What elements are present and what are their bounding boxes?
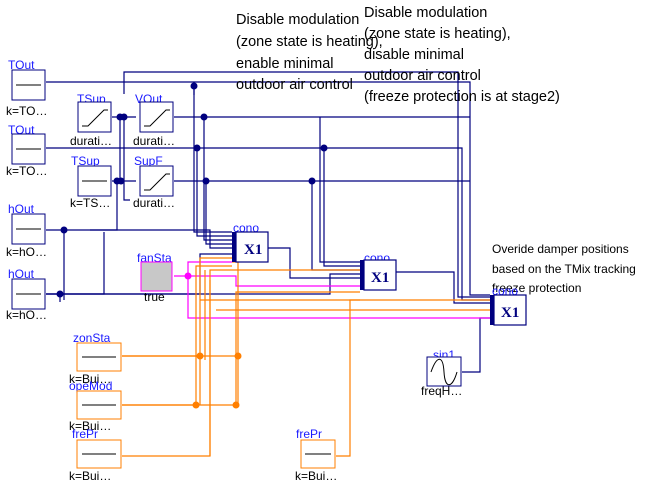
svg-text:hOut: hOut: [8, 267, 35, 281]
block-opemod[interactable]: opeMod k=Bui…: [69, 379, 122, 433]
svg-text:k=hO…: k=hO…: [6, 308, 47, 322]
svg-text:k=Bui…: k=Bui…: [69, 419, 111, 433]
block-hout-2[interactable]: hOut k=hO…: [6, 267, 47, 322]
svg-text:disable minimal: disable minimal: [364, 47, 464, 63]
svg-text:durati…: durati…: [133, 134, 175, 148]
svg-text:outdoor air control: outdoor air control: [236, 77, 353, 93]
block-cono-3[interactable]: cono X1: [490, 284, 527, 326]
block-tout-1[interactable]: TOut k=TO…: [6, 58, 47, 118]
svg-text:TSup: TSup: [71, 154, 100, 168]
block-vout-ramp[interactable]: VOut durati…: [133, 92, 175, 148]
block-supf-ramp[interactable]: SupF durati…: [133, 154, 175, 210]
svg-text:X1: X1: [244, 242, 262, 258]
svg-text:TOut: TOut: [8, 58, 35, 72]
svg-text:k=TO…: k=TO…: [6, 104, 47, 118]
svg-text:Overide damper positions: Overide damper positions: [492, 242, 629, 256]
block-sin1[interactable]: sin1 freqH…: [421, 348, 462, 398]
svg-text:(zone state is heating),: (zone state is heating),: [236, 34, 383, 50]
svg-text:X1: X1: [501, 305, 519, 321]
integer-connections: [122, 257, 490, 457]
svg-text:based on the TMix tracking: based on the TMix tracking: [492, 262, 636, 276]
svg-text:k=hO…: k=hO…: [6, 245, 47, 259]
svg-text:(zone state is heating),: (zone state is heating),: [364, 26, 511, 42]
svg-text:freeze protection: freeze protection: [492, 281, 581, 295]
block-tsup-ramp[interactable]: TSup durati…: [70, 92, 112, 148]
block-fansta[interactable]: fanSta true: [137, 251, 173, 304]
block-hout-1[interactable]: hOut k=hO…: [6, 202, 47, 259]
svg-text:X1: X1: [371, 270, 389, 286]
note-disable-modulation-heating: Disable modulation (zone state is heatin…: [236, 12, 383, 93]
svg-text:hOut: hOut: [8, 202, 35, 216]
svg-text:true: true: [144, 290, 165, 304]
svg-text:opeMod: opeMod: [69, 379, 112, 393]
block-zonsta[interactable]: zonSta k=Bui…: [69, 331, 122, 386]
svg-text:enable minimal: enable minimal: [236, 56, 334, 72]
block-frepr-1[interactable]: frePr k=Bui…: [69, 427, 122, 483]
svg-text:frePr: frePr: [72, 427, 98, 441]
svg-text:SupF: SupF: [134, 154, 163, 168]
block-cono-2[interactable]: cono X1: [360, 251, 397, 291]
block-cono-1[interactable]: cono X1: [232, 221, 269, 263]
svg-text:k=Bui…: k=Bui…: [295, 469, 337, 483]
svg-text:frePr: frePr: [296, 427, 322, 441]
block-tsup-constant[interactable]: TSup k=TS…: [70, 154, 112, 210]
svg-text:k=TO…: k=TO…: [6, 164, 47, 178]
block-tout-2[interactable]: TOut k=TO…: [6, 123, 47, 178]
svg-text:zonSta: zonSta: [73, 331, 111, 345]
real-connections: [46, 71, 490, 373]
block-frepr-2[interactable]: frePr k=Bui…: [295, 427, 337, 483]
svg-text:freqH…: freqH…: [421, 384, 462, 398]
svg-text:k=Bui…: k=Bui…: [69, 372, 111, 386]
svg-text:Disable modulation: Disable modulation: [364, 5, 487, 21]
note-override-damper: Overide damper positions based on the TM…: [492, 242, 636, 295]
junction-dots: [56, 82, 328, 409]
note-disable-modulation-freeze: Disable modulation (zone state is heatin…: [364, 5, 560, 105]
svg-text:outdoor air control: outdoor air control: [364, 68, 481, 84]
boolean-connections: [174, 261, 490, 319]
svg-text:durati…: durati…: [70, 134, 112, 148]
svg-text:(freeze protection is at stage: (freeze protection is at stage2): [364, 89, 560, 105]
svg-text:k=Bui…: k=Bui…: [69, 469, 111, 483]
svg-text:durati…: durati…: [133, 196, 175, 210]
svg-text:Disable modulation: Disable modulation: [236, 12, 359, 28]
svg-text:k=TS…: k=TS…: [70, 196, 110, 210]
